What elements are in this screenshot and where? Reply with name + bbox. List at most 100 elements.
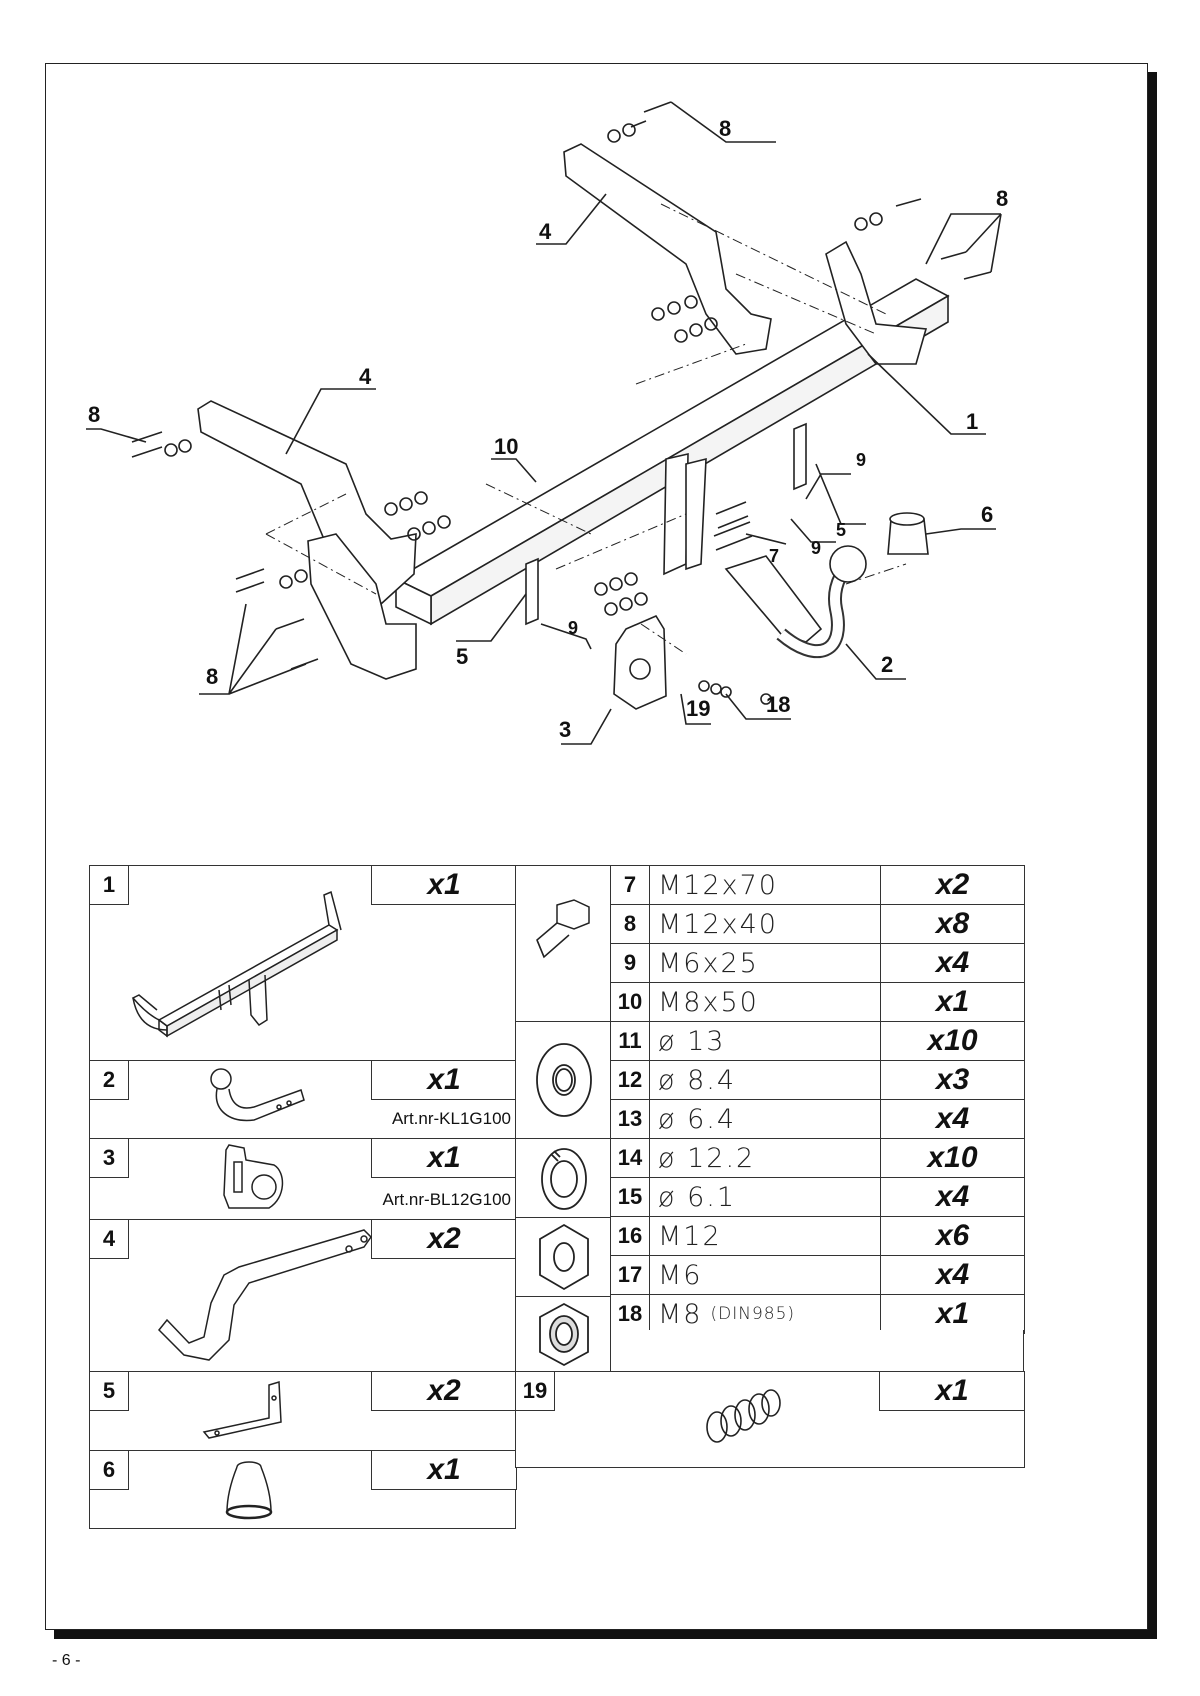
part-4-number: 4: [89, 1219, 129, 1259]
callout-9-right: 9: [856, 450, 866, 470]
spring-washer-icon: [541, 1148, 587, 1210]
hardware-row-7-spec: M12x70: [649, 865, 881, 905]
hardware-row-17-number: 17: [610, 1255, 650, 1295]
callout-8-bottom: 8: [206, 664, 218, 689]
hardware-row-17-size: M6: [658, 1259, 703, 1291]
part-1-qty: x1: [371, 865, 517, 905]
hardware-row-15-number: 15: [610, 1177, 650, 1217]
lock-nut-icon: [539, 1302, 589, 1367]
hardware-row-11-size: ø 13: [658, 1025, 726, 1057]
hardware-row-18-spec: M8 (DIN985): [649, 1294, 881, 1334]
hardware-row-15-spec: ø 6.1: [649, 1177, 881, 1217]
hardware-row-18-number: 18: [610, 1294, 650, 1334]
callout-2: 2: [881, 652, 893, 677]
callout-8-right: 8: [996, 186, 1008, 211]
callout-10: 10: [494, 434, 518, 459]
callout-5-right: 5: [836, 520, 846, 540]
part-3-qty: x1: [371, 1138, 517, 1178]
hardware-icon-cell-bolts: [515, 865, 611, 1022]
callout-18: 18: [766, 692, 790, 717]
hardware-row-18-size: M8: [658, 1298, 703, 1330]
hardware-row-9-spec: M6x25: [649, 943, 881, 983]
exploded-assembly-diagram: 8 8 4 4 8 1 10 9 5 9 7 6 9 5 8 2 19 18 3: [86, 101, 1008, 745]
hardware-row-11-qty: x10: [880, 1021, 1025, 1061]
hardware-row-14-size: ø 12.2: [658, 1142, 756, 1174]
hardware-row-8-spec: M12x40: [649, 904, 881, 944]
callout-5-left: 5: [456, 644, 468, 669]
hardware-row-16-qty: x6: [880, 1216, 1025, 1256]
part-19-number: 19: [515, 1371, 555, 1411]
part-6-number: 6: [89, 1450, 129, 1490]
hardware-row-16-size: M12: [658, 1220, 722, 1252]
part-2-number: 2: [89, 1060, 129, 1100]
hardware-row-7-number: 7: [610, 865, 650, 905]
hardware-row-18-qty: x1: [880, 1294, 1025, 1334]
washer-icon: [536, 1043, 592, 1117]
hardware-row-13-number: 13: [610, 1099, 650, 1139]
callout-19: 19: [686, 696, 710, 721]
callout-9-mid: 9: [811, 538, 821, 558]
page-frame: 8 8 4 4 8 1 10 9 5 9 7 6 9 5 8 2 19 18 3: [45, 63, 1148, 1630]
callout-7: 7: [769, 546, 779, 566]
callout-6: 6: [981, 502, 993, 527]
page-number: - 6 -: [52, 1652, 81, 1669]
nut-icon: [539, 1223, 589, 1291]
callout-8-left: 8: [88, 402, 100, 427]
hardware-row-13-qty: x4: [880, 1099, 1025, 1139]
hardware-row-14-number: 14: [610, 1138, 650, 1178]
hardware-row-7-qty: x2: [880, 865, 1025, 905]
part-3-number: 3: [89, 1138, 129, 1178]
hardware-row-9-number: 9: [610, 943, 650, 983]
callout-9-left: 9: [568, 618, 578, 638]
hardware-row-12-number: 12: [610, 1060, 650, 1100]
hardware-row-10-spec: M8x50: [649, 982, 881, 1022]
hardware-row-17-spec: M6: [649, 1255, 881, 1295]
hardware-row-7-size: M12x70: [658, 869, 778, 901]
callout-4-top: 4: [539, 219, 552, 244]
hardware-row-14-spec: ø 12.2: [649, 1138, 881, 1178]
hardware-row-9-qty: x4: [880, 943, 1025, 983]
hardware-row-12-qty: x3: [880, 1060, 1025, 1100]
side-bracket-icon: [157, 1229, 372, 1361]
hardware-row-10-qty: x1: [880, 982, 1025, 1022]
callout-8-top: 8: [719, 116, 731, 141]
part-1-number: 1: [89, 865, 129, 905]
callout-4-left: 4: [359, 364, 372, 389]
hardware-row-12-spec: ø 8.4: [649, 1060, 881, 1100]
hardware-row-16-spec: M12: [649, 1216, 881, 1256]
callout-3: 3: [559, 717, 571, 742]
hardware-row-13-size: ø 6.4: [658, 1103, 737, 1135]
hardware-row-15-qty: x4: [880, 1177, 1025, 1217]
hardware-row-11-spec: ø 13: [649, 1021, 881, 1061]
hardware-row-8-size: M12x40: [658, 908, 778, 940]
hardware-row-15-size: ø 6.1: [658, 1181, 737, 1213]
hardware-row-10-size: M8x50: [658, 986, 759, 1018]
part-5-qty: x2: [371, 1371, 517, 1411]
hardware-row-14-qty: x10: [880, 1138, 1025, 1178]
spring-icon: [706, 1389, 781, 1443]
hardware-row-9-size: M6x25: [658, 947, 759, 979]
ball-cover-icon: [225, 1461, 273, 1520]
tow-ball-icon: [210, 1068, 305, 1122]
part-3-article-number: Art.nr-BL12G100: [382, 1190, 511, 1209]
part-6-qty: x1: [371, 1450, 517, 1490]
hardware-row-16-number: 16: [610, 1216, 650, 1256]
hardware-row-12-size: ø 8.4: [658, 1064, 737, 1096]
bolt-icon: [536, 899, 590, 959]
hardware-row-18-note: (DIN985): [710, 1304, 796, 1324]
socket-plate-icon: [223, 1144, 284, 1209]
part-2-article-number: Art.nr-KL1G100: [391, 1109, 511, 1128]
hardware-row-11-number: 11: [610, 1021, 650, 1061]
part-19-qty: x1: [879, 1371, 1025, 1411]
hardware-blank-row: [610, 1330, 1024, 1372]
towbar-icon: [131, 890, 342, 1038]
hardware-row-8-qty: x8: [880, 904, 1025, 944]
part-4-qty: x2: [371, 1219, 517, 1259]
part-2-qty: x1: [371, 1060, 517, 1100]
hardware-row-17-qty: x4: [880, 1255, 1025, 1295]
hardware-row-10-number: 10: [610, 982, 650, 1022]
hardware-row-8-number: 8: [610, 904, 650, 944]
l-bracket-icon: [202, 1381, 282, 1439]
hardware-row-13-spec: ø 6.4: [649, 1099, 881, 1139]
part-5-number: 5: [89, 1371, 129, 1411]
